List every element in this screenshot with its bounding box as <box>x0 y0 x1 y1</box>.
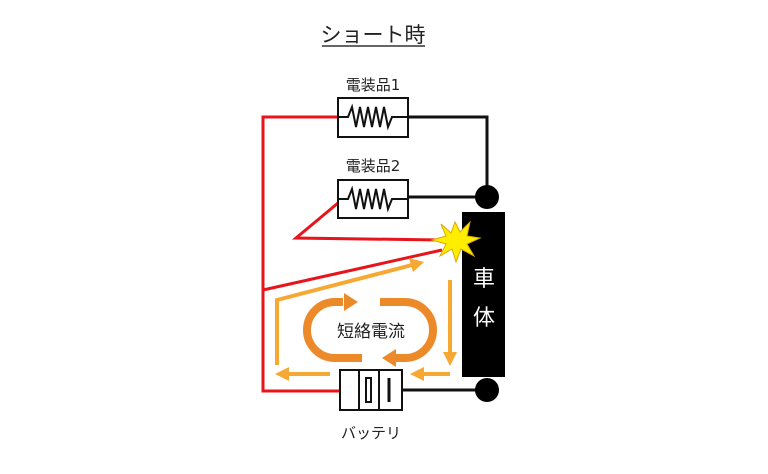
arrow-head-icon <box>275 367 289 381</box>
battery-icon <box>339 369 403 411</box>
vehicle-body-label-2: 体 <box>473 306 495 331</box>
current-flow-arrows <box>275 263 452 376</box>
fault-wiring <box>261 115 443 393</box>
ground-point-top <box>475 185 499 209</box>
arrow-head-icon <box>344 293 358 311</box>
resistor-icon <box>337 179 409 219</box>
ground-point-bottom <box>475 378 499 402</box>
load2-label: 電装品2 <box>346 157 401 175</box>
spark-icon <box>430 220 482 264</box>
battery-label: バッテリ <box>341 424 401 442</box>
arrow-head-icon <box>382 349 396 367</box>
arrow-head-icon <box>410 367 424 381</box>
short-current-label: 短絡電流 <box>337 322 405 342</box>
diagram-title: ショート時 <box>321 23 426 47</box>
loop-arrow-icon <box>303 298 437 362</box>
arrow-head-icon <box>443 352 457 366</box>
resistor-icon <box>337 97 409 138</box>
vehicle-body-label-1: 車 <box>473 267 495 292</box>
load1-label: 電装品1 <box>346 76 401 94</box>
arrow-head-icon <box>409 258 424 272</box>
ground-wiring <box>402 115 489 392</box>
